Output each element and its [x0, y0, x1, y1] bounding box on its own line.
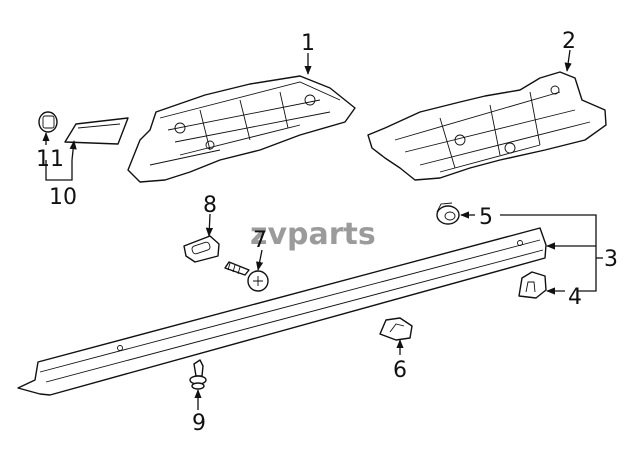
callout-1: 1 [301, 31, 315, 56]
callout-4: 4 [568, 285, 582, 310]
screw-7 [224, 261, 269, 292]
callout-5: 5 [479, 205, 493, 230]
leader-lines [42, 49, 603, 410]
callout-6: 6 [393, 358, 407, 383]
callout-3: 3 [604, 247, 618, 272]
callout-9: 9 [192, 411, 206, 436]
callout-7: 7 [253, 228, 267, 253]
clip-6 [379, 317, 413, 341]
watermark: zvparts [250, 217, 376, 252]
callout-8: 8 [203, 193, 217, 218]
callout-10: 10 [49, 185, 77, 210]
clip-11 [38, 111, 58, 133]
callout-2: 2 [562, 29, 576, 54]
clip-4 [518, 271, 547, 299]
grommet-5 [436, 202, 460, 225]
plug-8 [183, 235, 220, 263]
rocker-panel-moulding [17, 227, 547, 396]
under-cover-left [127, 75, 356, 183]
callout-11: 11 [36, 147, 64, 172]
pad-10 [64, 117, 129, 145]
push-clip-9 [189, 359, 207, 390]
under-cover-right [367, 71, 607, 181]
